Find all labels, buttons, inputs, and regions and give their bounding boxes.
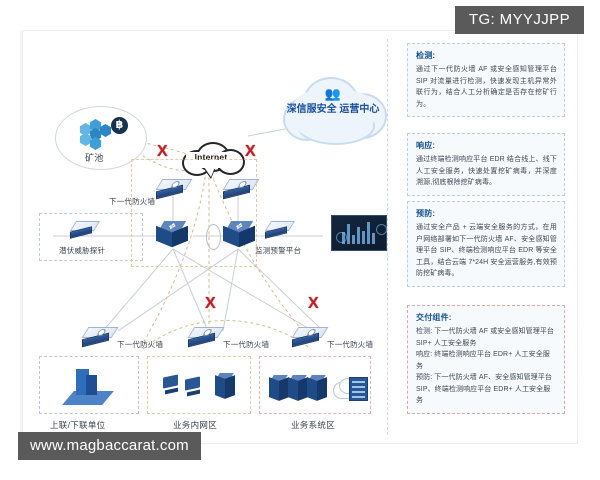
soc-cloud-label: 深信服安全 运营中心 [286,104,380,115]
panel-block-prevention-body: 通过安全产品 + 云端安全服务的方式，在用户网络部署如下一代防火墙 AF、安全感… [416,224,557,277]
block-mark-4: X [308,295,319,312]
explanation-panel: 检测: 通过下一代防火墙 AF 或安全感知管理平台 SIP 对流量进行检测，快速… [399,37,571,437]
panel-block-response: 响应: 通过终端检测响应平台 EDR 结合线上、线下人工安全服务，快速处置挖矿病… [407,133,565,196]
firewall-lower-left-label: 下一代防火墙 [117,340,164,349]
people-icon: 👥 [324,86,342,101]
workstation-icon-2 [185,376,205,398]
zone-internal-office [147,356,251,414]
panel-divider [387,39,388,435]
monitor-platform-label: 监测预警平台 [255,246,302,255]
panel-block-deliverables-title: 交付组件: [416,313,452,322]
business-server-icon-1 [269,375,289,401]
threat-probe-label: 潜伏威胁探针 [59,246,106,255]
panel-block-response-title: 响应: [416,141,436,150]
diagram-card: ฿ 矿池 Internet 👥 深信服安全 运营中心 X X X X [22,30,578,444]
monitor-platform-device [264,221,298,239]
office-server-icon [215,373,235,399]
firewall-upper-label: 下一代防火墙 [109,197,156,206]
core-network-zone [131,159,257,267]
switch-link-ellipse [206,224,221,250]
block-mark-3: X [205,295,216,312]
monitoring-dashboard-screen [331,215,387,251]
block-mark-2: X [245,143,256,160]
block-mark-1: X [157,143,168,160]
panel-block-prevention: 预防: 通过安全产品 + 云端安全服务的方式，在用户网络部署如下一代防火墙 AF… [407,201,565,287]
panel-block-deliverables-body: 检测: 下一代防火墙 AF 或安全感知管理平台 SIP+ 人工安全服务 响应: … [416,328,555,404]
zone-uplink-label: 上联/下联单位 [50,420,106,430]
zone-internal-label: 业务内网区 [173,420,218,430]
firewall-lower-mid [187,327,225,348]
internet-cloud: Internet [178,141,245,177]
internet-label: Internet [194,152,228,162]
bitcoin-icon: ฿ [111,117,128,134]
zone-business-systems [259,356,371,414]
cloud-database-icon [333,376,369,402]
panel-block-detection-body: 通过下一代防火墙 AF 或安全感知管理平台 SIP 对流量进行检测，快速发现主机… [416,66,557,108]
workstation-icon-1 [163,374,183,396]
panel-block-detection: 检测: 通过下一代防火墙 AF 或安全感知管理平台 SIP 对流量进行检测，快速… [407,43,565,117]
firewall-lower-right [291,327,329,348]
panel-block-detection-title: 检测: [416,51,436,60]
firewall-lower-mid-label: 下一代防火墙 [223,340,270,349]
panel-block-deliverables: 交付组件: 检测: 下一代防火墙 AF 或安全感知管理平台 SIP+ 人工安全服… [407,305,565,414]
firewall-lower-right-label: 下一代防火墙 [327,340,374,349]
soc-cloud: 👥 深信服安全 运营中心 [281,73,387,147]
tag-badge: TG: MYYJJPP [454,6,584,34]
firewall-lower-left [81,327,119,348]
panel-block-response-body: 通过终端检测响应平台 EDR 结合线上、线下人工安全服务，快速处置挖矿病毒，并深… [416,156,557,186]
business-server-icon-2 [288,375,308,401]
business-server-icon-3 [307,375,327,401]
zone-uplink-downlink [39,356,139,414]
probe-zone [39,213,143,261]
blockchain-hex-icon [79,119,123,153]
site-watermark: www.magbaccarat.com [18,432,201,460]
zone-business-label: 业务系统区 [291,420,336,430]
threat-probe-device [69,221,103,239]
panel-block-prevention-title: 预防: [416,209,436,218]
mining-pool-label: 矿池 [85,153,104,163]
uplink-unit-icon [62,369,114,409]
